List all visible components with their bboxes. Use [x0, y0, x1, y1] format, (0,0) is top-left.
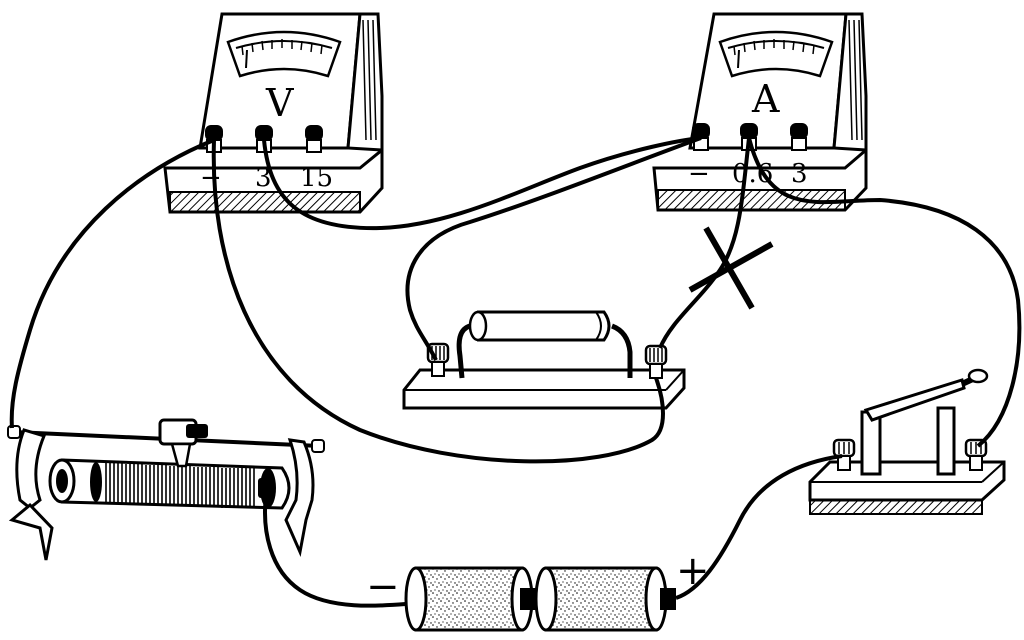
- wire-switch-to-battery-positive: [675, 454, 843, 600]
- fixed-resistor: [402, 310, 686, 410]
- wire-ammeter-neg-to-resistor-left: [405, 136, 702, 361]
- ammeter-dial: [718, 30, 834, 78]
- switch-terminal-left[interactable]: [832, 438, 856, 471]
- ammeter-symbol: A: [751, 77, 780, 121]
- cross-mark: [688, 226, 774, 310]
- sliding-rheostat: [7, 418, 325, 561]
- voltmeter-label-3: 3: [255, 163, 272, 193]
- voltmeter-label-negative: −: [200, 163, 222, 193]
- wire-voltmeter-neg-to-resistor-right: [211, 139, 665, 464]
- knife-switch[interactable]: [808, 368, 1006, 515]
- voltmeter-label-15: 15: [300, 163, 333, 193]
- battery-negative-sign: −: [366, 564, 400, 610]
- battery-cell-right: [534, 566, 676, 632]
- battery-cell-left: [404, 566, 540, 632]
- voltmeter: V − 3 15: [163, 12, 384, 214]
- wire-voltmeter-3-to-ammeter-neg: [262, 136, 702, 231]
- ammeter: A − 0.6 3: [652, 12, 868, 212]
- rheostat-windings: [105, 463, 255, 508]
- rheostat-terminal[interactable]: [258, 478, 274, 498]
- switch-terminal-right[interactable]: [964, 438, 988, 471]
- ammeter-needle: [737, 49, 740, 69]
- resistor-terminal-right[interactable]: [644, 344, 668, 379]
- resistor-body: [471, 310, 611, 342]
- ammeter-terminal-3[interactable]: [790, 123, 808, 151]
- voltmeter-symbol: V: [265, 81, 294, 125]
- voltmeter-terminal-negative[interactable]: [205, 125, 223, 153]
- voltmeter-terminal-15[interactable]: [305, 125, 323, 153]
- ammeter-label-0-6: 0.6: [732, 159, 773, 189]
- rheostat-slider[interactable]: [158, 418, 208, 468]
- battery-pack: − +: [366, 548, 710, 632]
- ammeter-terminal-negative[interactable]: [692, 123, 710, 151]
- voltmeter-dial: [226, 30, 342, 78]
- wire-ammeter-0-6-to-switch-right: [747, 137, 1022, 448]
- wire-battery-negative-to-rheostat: [263, 495, 407, 608]
- switch-blade: [863, 378, 966, 422]
- ammeter-label-negative: −: [688, 159, 710, 189]
- wire-voltmeter-neg-to-rheostat: [9, 138, 215, 429]
- voltmeter-base-front: [169, 191, 361, 213]
- ammeter-label-3: 3: [791, 159, 808, 189]
- voltmeter-needle: [245, 49, 248, 69]
